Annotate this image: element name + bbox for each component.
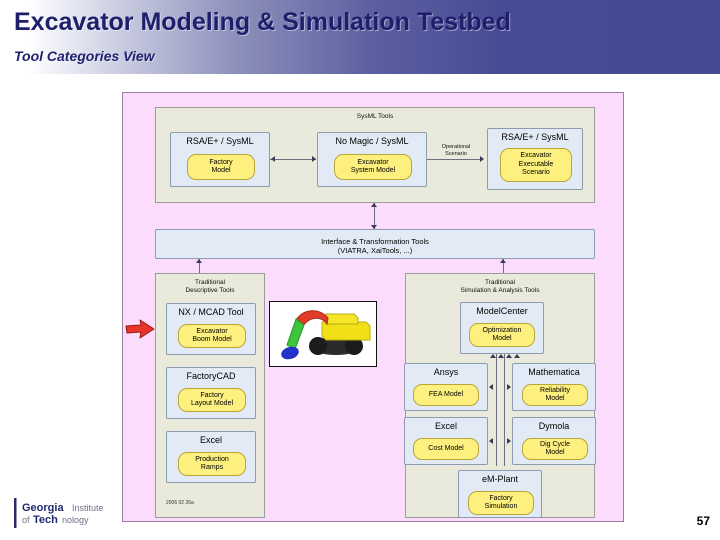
connector-line	[270, 159, 316, 160]
model-label: Excavator Executable Scenario	[518, 152, 554, 177]
model-reliability-model[interactable]: Reliability Model	[522, 384, 588, 406]
group-interface-transformation-tools[interactable]: Interface & Transformation Tools (VIATRA…	[155, 229, 595, 259]
tool-name: eM-Plant	[481, 474, 518, 484]
tool-name: Ansys	[433, 367, 459, 377]
arrow-right-icon	[507, 384, 511, 390]
tool-name: ModelCenter	[476, 306, 528, 316]
arrow-up-icon	[500, 259, 506, 263]
arrow-up-icon	[514, 354, 520, 358]
tool-name: RSA/E+ / SysML	[186, 136, 254, 146]
model-label: Excavator Boom Model	[192, 327, 232, 344]
model-label: Optimization Model	[482, 326, 522, 343]
model-label: Production Ramps	[195, 455, 229, 472]
group-title-sysml-tools: SysML Tools	[356, 113, 394, 120]
model-label: Factory Layout Model	[190, 391, 234, 408]
svg-text:of: of	[22, 515, 30, 525]
model-label: Factory Simulation	[484, 494, 518, 511]
tool-name: RSA/E+ / SysML	[501, 132, 569, 142]
georgia-tech-logo: Georgia Institute of Tech nology	[14, 496, 124, 530]
connector-line	[496, 354, 497, 466]
model-excavator-boom-model[interactable]: Excavator Boom Model	[178, 324, 246, 348]
diagram-panel: SysML Tools RSA/E+ / SysML Factory Model…	[122, 92, 624, 522]
excavator-image	[281, 310, 371, 360]
arrow-up-icon	[196, 259, 202, 263]
arrow-left-icon	[489, 384, 493, 390]
page-number: 57	[696, 514, 710, 528]
page-title: Excavator Modeling & Simulation Testbed	[14, 8, 511, 36]
model-label: Factory Model	[209, 158, 233, 175]
model-dig-cycle-model[interactable]: Dig Cycle Model	[522, 438, 588, 460]
model-cost-model[interactable]: Cost Model	[413, 438, 479, 460]
model-label: Cost Model	[428, 444, 464, 452]
model-factory-model[interactable]: Factory Model	[187, 154, 255, 180]
arrow-down-icon	[371, 225, 377, 229]
group-title-descriptive-tools: Traditional Descriptive Tools	[185, 279, 235, 294]
tool-name: Dymola	[538, 421, 570, 431]
tool-name: FactoryCAD	[186, 371, 236, 381]
tool-excel-cost[interactable]: Excel Cost Model	[404, 417, 488, 465]
tool-ansys[interactable]: Ansys FEA Model	[404, 363, 488, 411]
connector-line	[503, 259, 504, 281]
tool-factorycad[interactable]: FactoryCAD Factory Layout Model	[166, 367, 256, 419]
model-production-ramps[interactable]: Production Ramps	[178, 452, 246, 476]
svg-text:nology: nology	[62, 515, 89, 525]
model-label: Excavator System Model	[350, 158, 396, 175]
tool-name: NX / MCAD Tool	[178, 307, 244, 317]
arrow-right-icon	[480, 156, 484, 162]
arrow-left-icon	[271, 156, 275, 162]
group-title-simulation-tools: Traditional Simulation & Analysis Tools	[460, 279, 540, 294]
tool-name: Excel	[199, 435, 222, 445]
tool-name: Mathematica	[528, 367, 580, 377]
arrow-right-icon	[507, 438, 511, 444]
arrow-right-icon	[312, 156, 316, 162]
arrow-up-icon	[371, 203, 377, 207]
tool-rsa-sysml-factory[interactable]: RSA/E+ / SysML Factory Model	[170, 132, 270, 187]
tool-modelcenter[interactable]: ModelCenter Optimization Model	[460, 302, 544, 354]
svg-text:Tech: Tech	[33, 514, 58, 526]
connector-line	[427, 159, 483, 160]
tool-rsa-sysml-executable[interactable]: RSA/E+ / SysML Excavator Executable Scen…	[487, 128, 583, 190]
tool-name: No Magic / SysML	[335, 136, 409, 146]
model-excavator-system-model[interactable]: Excavator System Model	[334, 154, 412, 180]
tool-nomagic-sysml-system[interactable]: No Magic / SysML Excavator System Model	[317, 132, 427, 187]
excavator-illustration	[269, 301, 377, 367]
gt-logo-icon: Georgia Institute of Tech nology	[14, 498, 104, 528]
connector-line	[199, 259, 200, 281]
model-factory-simulation[interactable]: Factory Simulation	[468, 491, 534, 515]
arrow-left-icon	[489, 438, 493, 444]
arrow-up-icon	[498, 354, 504, 358]
tool-em-plant[interactable]: eM-Plant Factory Simulation	[458, 470, 542, 518]
svg-text:Institute: Institute	[72, 503, 104, 513]
tool-excel-production[interactable]: Excel Production Ramps	[166, 431, 256, 483]
group-simulation-tools: Traditional Simulation & Analysis Tools …	[404, 273, 596, 518]
connector-line	[504, 354, 505, 466]
model-label: FEA Model	[428, 390, 464, 398]
model-fea-model[interactable]: FEA Model	[413, 384, 479, 406]
tool-name: Excel	[434, 421, 457, 431]
red-arrow-icon	[125, 319, 155, 339]
model-optimization-model[interactable]: Optimization Model	[469, 323, 535, 347]
connector-line	[374, 203, 375, 229]
model-excavator-executable-scenario[interactable]: Excavator Executable Scenario	[500, 148, 572, 182]
edge-label-operational-scenario: Operational Scenario	[441, 144, 471, 157]
group-subtitle-interface-tools: (VIATRA, XaiTools, ...)	[337, 246, 413, 255]
arrow-up-icon	[490, 354, 496, 358]
arrow-up-icon	[506, 354, 512, 358]
group-sysml-tools: SysML Tools RSA/E+ / SysML Factory Model…	[155, 107, 595, 203]
tool-mathematica[interactable]: Mathematica Reliability Model	[512, 363, 596, 411]
model-label: Dig Cycle Model	[540, 440, 570, 457]
model-factory-layout-model[interactable]: Factory Layout Model	[178, 388, 246, 412]
tool-nx-mcad[interactable]: NX / MCAD Tool Excavator Boom Model	[166, 303, 256, 355]
group-title-interface-tools: Interface & Transformation Tools	[321, 237, 429, 246]
date-stamp: 2006 02 26a	[166, 500, 194, 506]
model-label: Reliability Model	[540, 386, 570, 403]
tool-dymola[interactable]: Dymola Dig Cycle Model	[512, 417, 596, 465]
page-subtitle: Tool Categories View	[14, 48, 155, 64]
group-descriptive-tools: Traditional Descriptive Tools NX / MCAD …	[155, 273, 265, 518]
slide-header: Excavator Modeling & Simulation Testbed …	[0, 0, 720, 74]
red-arrow-pointer	[125, 319, 155, 339]
svg-text:Georgia: Georgia	[22, 502, 64, 514]
